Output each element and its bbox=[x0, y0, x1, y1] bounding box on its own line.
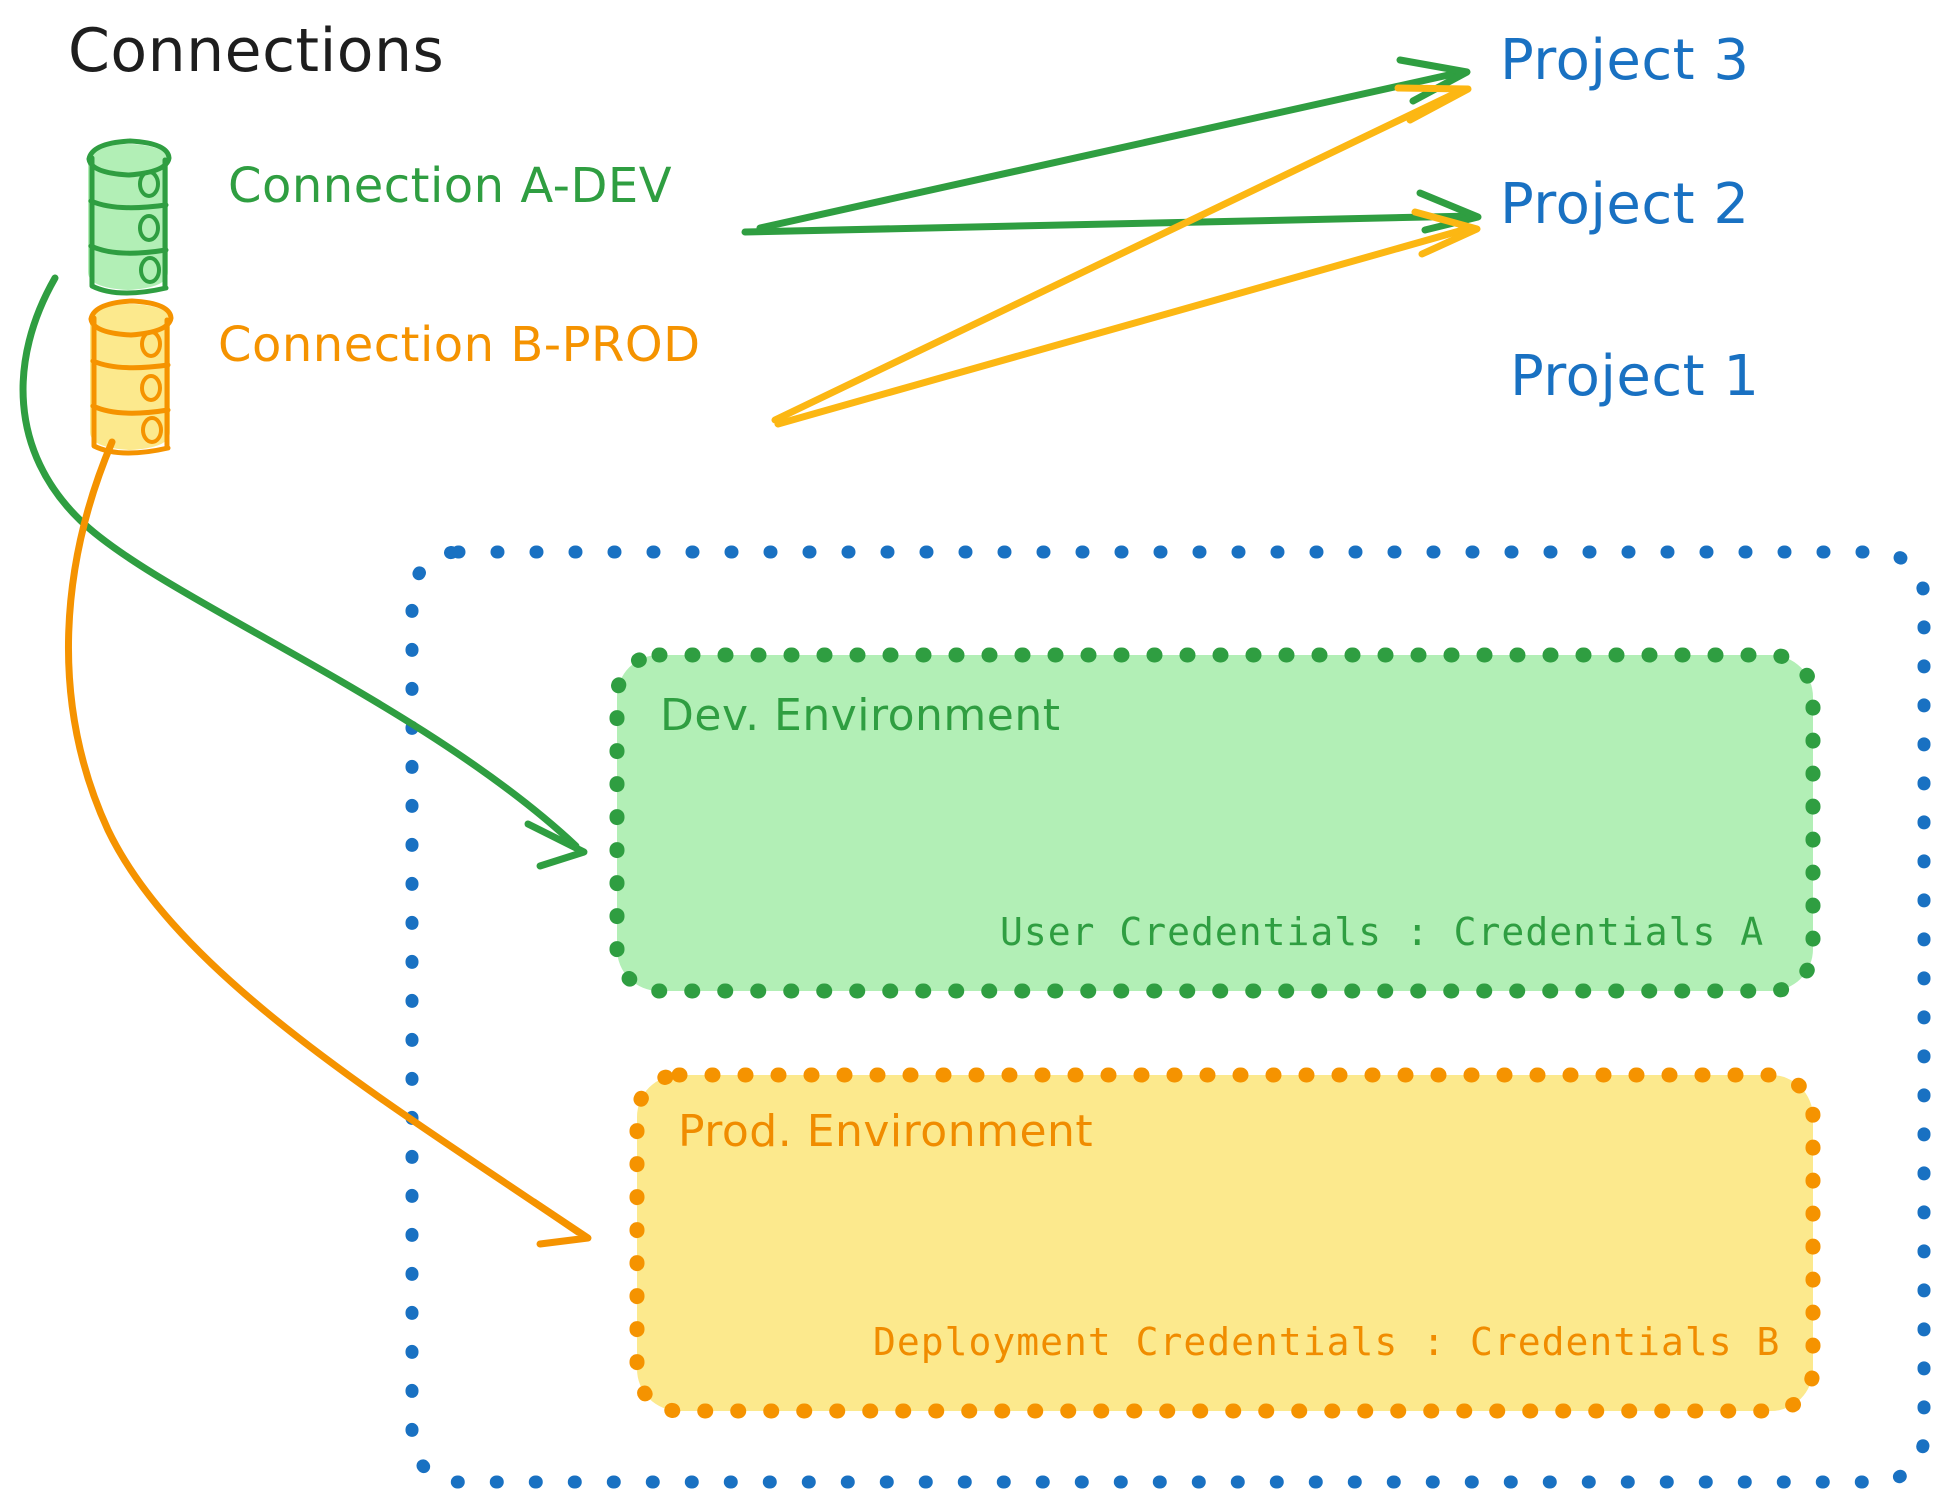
arrow-connection-b-to-project2 bbox=[774, 208, 1481, 428]
dev-environment-box[interactable] bbox=[609, 647, 1821, 999]
prod-environment-title: Prod. Environment bbox=[678, 1106, 1094, 1157]
connection-a-label[interactable]: Connection A-DEV bbox=[228, 158, 673, 214]
arrow-connection-a-to-dev-environment bbox=[19, 274, 588, 870]
connection-b-label[interactable]: Connection B-PROD bbox=[218, 317, 701, 373]
project-2-label[interactable]: Project 2 bbox=[1500, 172, 1750, 237]
page-title: Connections bbox=[68, 16, 445, 86]
dev-environment-credentials: User Credentials : Credentials A bbox=[1000, 910, 1765, 954]
database-icon-connection-b[interactable] bbox=[88, 298, 174, 456]
arrow-connection-a-to-project3 bbox=[756, 56, 1471, 232]
prod-environment-box[interactable] bbox=[629, 1067, 1821, 1419]
database-icon-connection-a[interactable] bbox=[86, 138, 172, 296]
project1-container-border bbox=[405, 545, 1931, 1489]
arrow-connection-b-to-project3 bbox=[771, 84, 1472, 424]
project-3-label[interactable]: Project 3 bbox=[1500, 28, 1750, 93]
arrow-connection-b-to-prod-environment bbox=[65, 438, 592, 1248]
project-1-label[interactable]: Project 1 bbox=[1510, 344, 1760, 409]
dev-environment-title: Dev. Environment bbox=[660, 690, 1061, 741]
prod-environment-credentials: Deployment Credentials : Credentials B bbox=[873, 1320, 1781, 1364]
arrow-connection-a-to-project2 bbox=[741, 189, 1482, 236]
